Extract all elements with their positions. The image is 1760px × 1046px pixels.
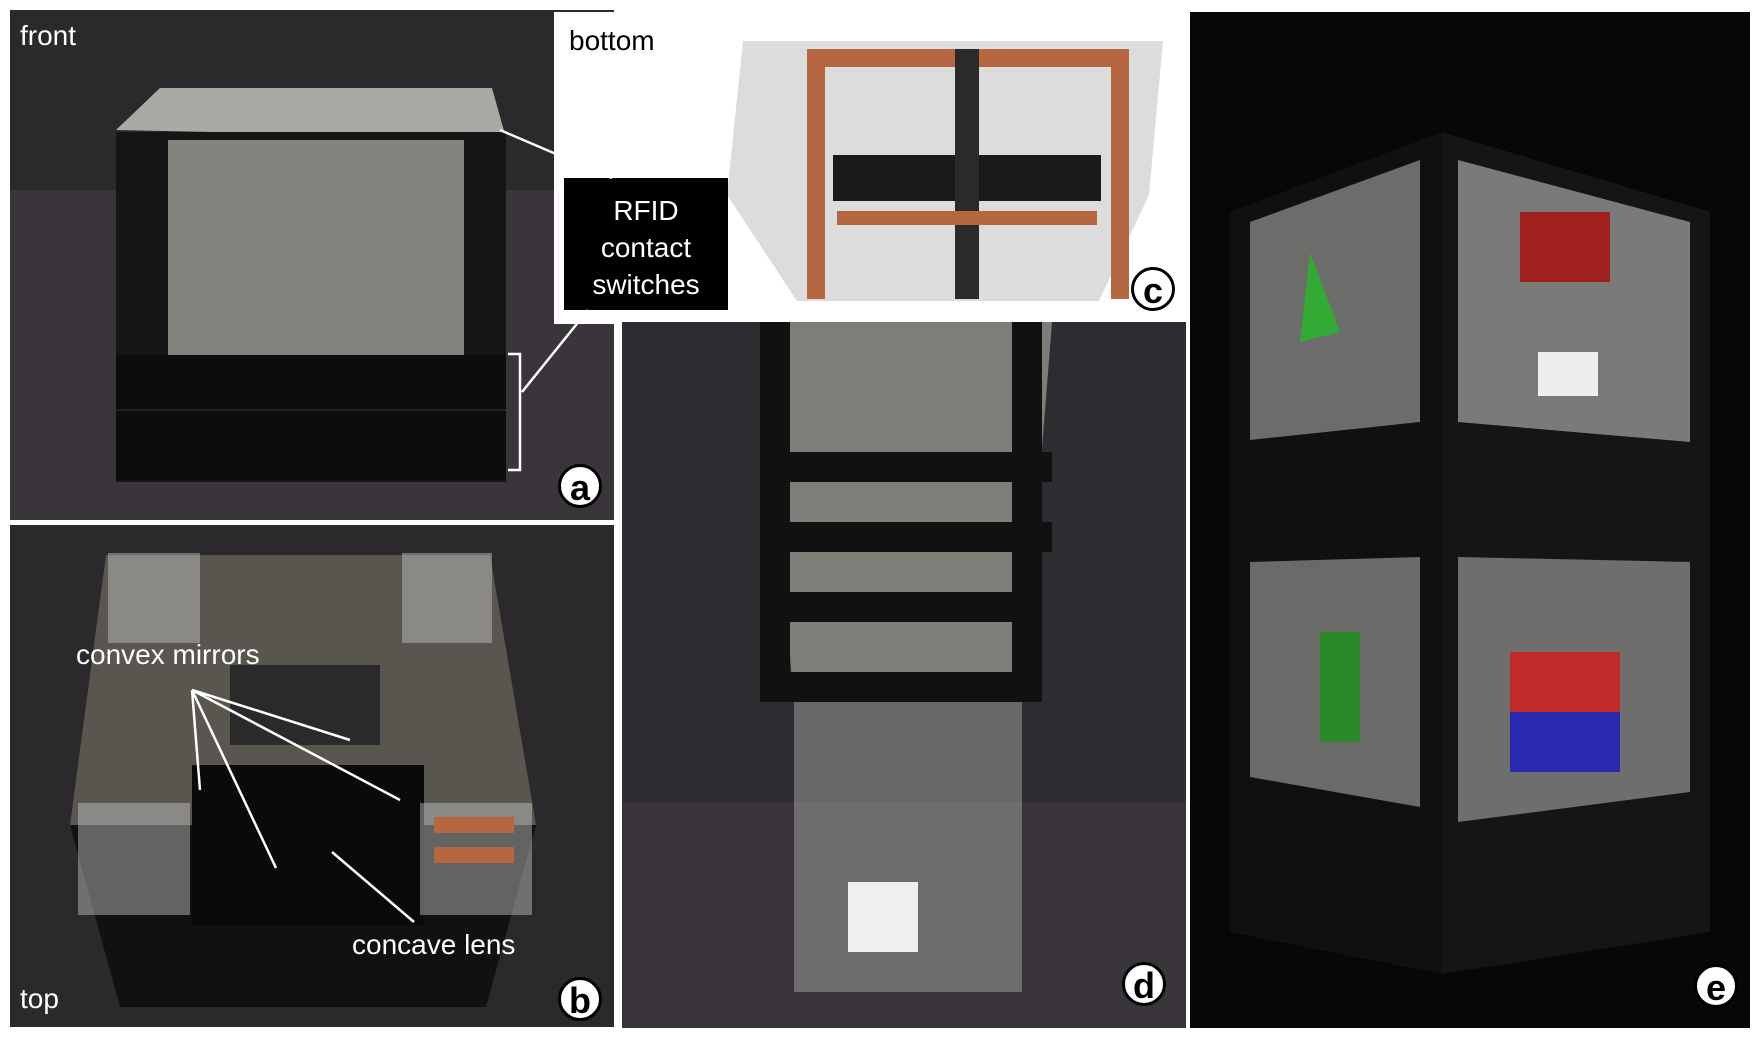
convex-mirrors-annotation: convex mirrors	[76, 639, 260, 670]
panel-b-corner-label: top	[20, 983, 59, 1014]
callout-line-2: contact	[600, 232, 692, 263]
callout-line-1: RFID	[613, 195, 679, 226]
panel-a-front-photo: front a	[10, 10, 614, 520]
panel-c-badge: c	[1131, 267, 1175, 311]
panel-c-corner-label: bottom	[569, 25, 655, 56]
panel-d-tower-photo: d	[622, 322, 1186, 1028]
stacked-tower-image	[622, 322, 1186, 1028]
concave-lens-annotation: concave lens	[352, 929, 516, 960]
panel-b-badge: b	[558, 977, 602, 1021]
panel-e-badge: e	[1694, 964, 1738, 1008]
top-view-image	[10, 525, 614, 1027]
panel-a-corner-label: front	[20, 20, 77, 51]
panel-d-badge: d	[1122, 962, 1166, 1006]
panel-b-top-photo: convex mirrors concave lens top b	[10, 525, 614, 1027]
callout-line-3: switches	[592, 269, 700, 300]
panel-a-badge: a	[558, 464, 602, 508]
front-cube-image	[10, 10, 614, 520]
projected-display-image	[1190, 12, 1750, 1028]
rfid-callout-box: RFID contact switches	[564, 178, 728, 310]
panel-e-display-photo: e	[1190, 12, 1750, 1028]
